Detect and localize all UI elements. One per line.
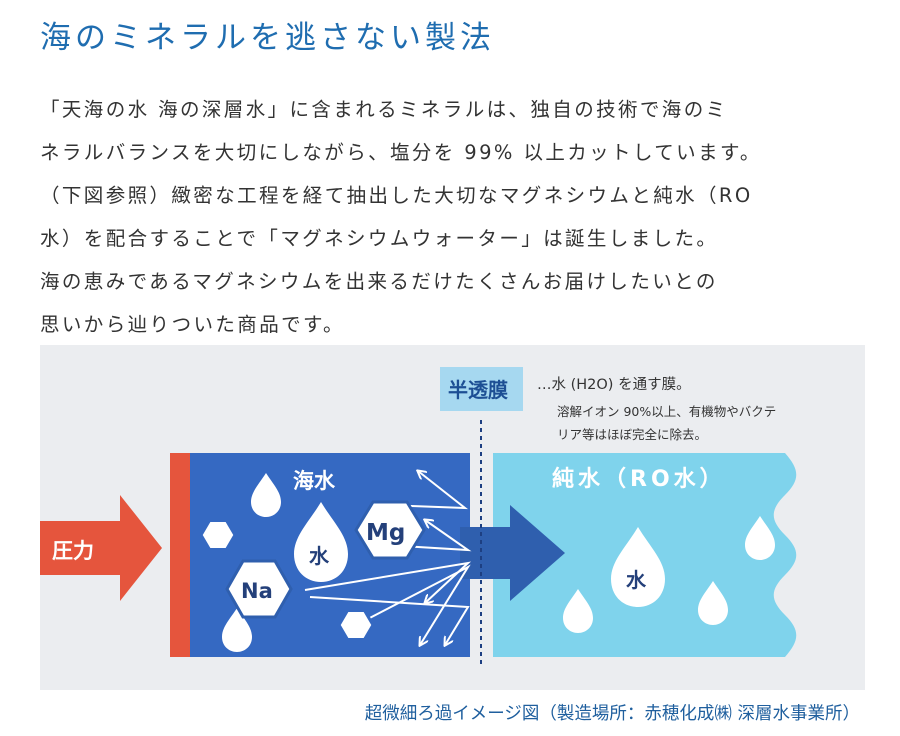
filtration-diagram-svg: 圧力 半透膜 …水 (H2O) を通す膜。 溶解イオン 90%以上、有機物やバク… [40,367,797,665]
na-ion: Na [225,559,293,619]
water-label-sea: 水 [309,544,330,568]
mg-ion: Mg [354,500,426,560]
membrane-label-box [440,367,523,411]
description-line: 思いから辿りついた商品です。 [40,313,345,336]
page-title: 海のミネラルを逃さない製法 [40,20,495,56]
description-line: 海の恵みであるマグネシウムを出来るだけたくさんお届けしたいとの [40,270,718,293]
description-line: （下図参照）緻密な工程を経て抽出した大切なマグネシウムと純水（RO [40,184,753,207]
filtration-diagram: 圧力 半透膜 …水 (H2O) を通す膜。 溶解イオン 90%以上、有機物やバク… [40,345,865,690]
flow-arrow [460,505,565,601]
diagram-caption: 超微細ろ過イメージ図（製造場所：赤穂化成㈱ 深層水事業所） [364,704,860,724]
pressure-label: 圧力 [52,539,94,563]
membrane-note-2: 溶解イオン 90%以上、有機物やバクテ [557,404,776,419]
seawater-label: 海水 [293,469,336,493]
na-label: Na [241,579,273,603]
ion-hexagon-icon [199,519,237,551]
pressure-wall [170,453,190,657]
mg-label: Mg [366,520,405,546]
membrane-note-1: …水 (H2O) を通す膜。 [537,376,691,393]
description-line: ネラルバランスを大切にしながら、塩分を 99% 以上カットしています。 [40,141,762,164]
description-text: 「天海の水 海の深層水」に含まれるミネラルは、独自の技術で海のミ ネラルバランス… [40,88,870,346]
water-label-pure: 水 [626,568,647,592]
ion-reflection-lines [304,471,472,645]
membrane-label: 半透膜 [448,378,508,402]
pressure-arrow [40,495,162,601]
ion-hexagon-icon [337,609,375,641]
water-molecule-sea: 水 [294,502,348,582]
description-line: 「天海の水 海の深層水」に含まれるミネラルは、独自の技術で海のミ [40,98,728,121]
membrane-note-3: リア等はほぼ完全に除去。 [557,427,707,442]
purewater-label: 純水（RO水） [552,466,726,492]
description-line: 水）を配合することで「マグネシウムウォーター」は誕生しました。 [40,227,719,250]
water-molecule-pure: 水 [611,527,665,607]
